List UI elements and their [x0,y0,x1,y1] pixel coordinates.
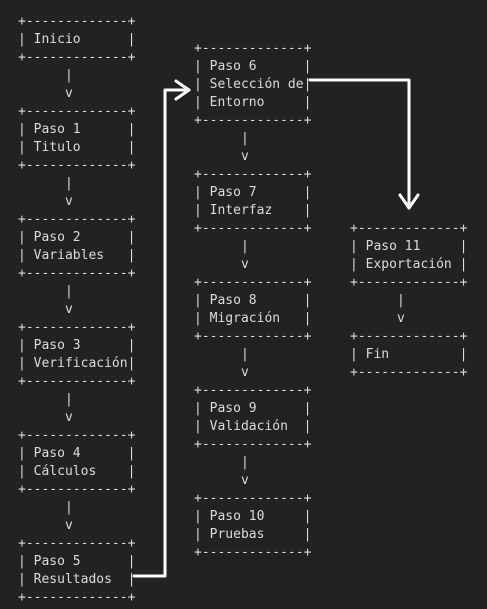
arrow-paso5-to-paso6 [132,88,191,578]
node-paso-3-verificacion: +-------------+ | Paso 3 | | Verificació… [18,320,136,425]
arrowhead-paso6 [174,79,191,101]
node-paso-4-calculos: +-------------+ | Paso 4 | | Cálculos | … [18,428,136,533]
node-inicio: +-------------+ | Inicio | +------------… [18,14,136,101]
node-paso-6-seleccion-de-entorno: +-------------+ | Paso 6 | | Selección d… [194,41,312,164]
node-paso-9-validacion: +-------------+ | Paso 9 | | Validación … [194,383,312,488]
arrowhead-paso11 [398,193,420,210]
node-paso-2-variables: +-------------+ | Paso 2 | | Variables |… [18,212,136,317]
node-paso-5-resultados: +-------------+ | Paso 5 | | Resultados … [18,536,136,605]
flow-column-1: +-------------+ | Inicio | +------------… [18,13,135,607]
node-paso-10-pruebas: +-------------+ | Paso 10 | | Pruebas | … [194,491,312,560]
node-paso-11-exportacion: +-------------+ | Paso 11 | | Exportació… [350,221,468,326]
node-paso-7-interfaz: +-------------+ | Paso 7 | | Interfaz | … [194,167,312,272]
flow-column-2: +-------------+ | Paso 6 | | Selección d… [194,40,311,562]
node-fin: +-------------+ | Fin | +-------------+ [350,329,468,380]
flow-column-3: +-------------+ | Paso 11 | | Exportació… [350,220,467,382]
arrow-paso6-to-paso11 [308,78,411,210]
node-paso-8-migracion: +-------------+ | Paso 8 | | Migración |… [194,275,312,380]
node-paso-1-titulo: +-------------+ | Paso 1 | | Titulo | +-… [18,104,136,209]
